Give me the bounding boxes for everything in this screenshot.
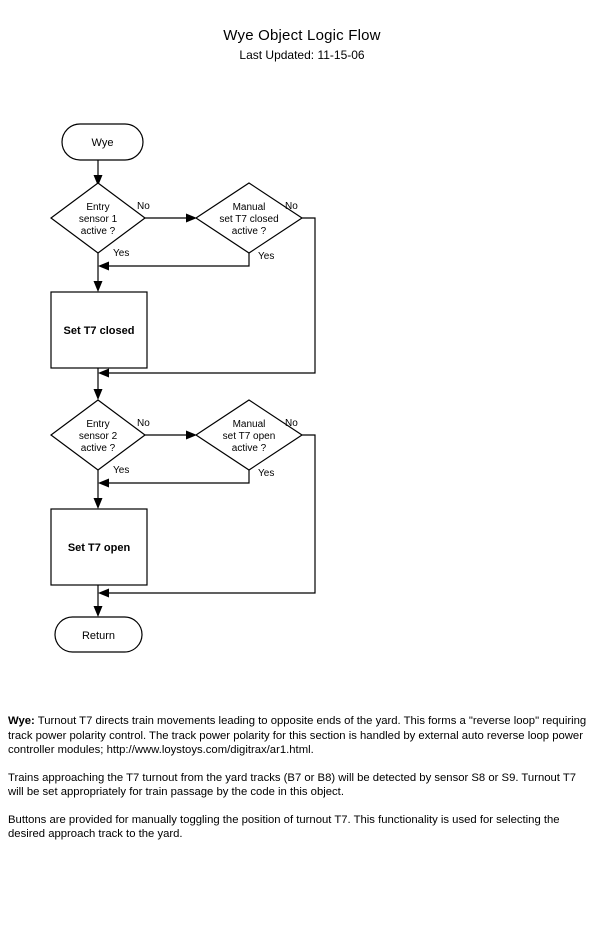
flow-node-end: Return xyxy=(54,616,143,653)
decision3-line1: Entry xyxy=(86,419,109,430)
decision3-no-label: No xyxy=(137,418,150,429)
start-label: Wye xyxy=(92,137,114,149)
connector-decision3-yes-to-process2 xyxy=(93,470,103,509)
end-label: Return xyxy=(82,630,115,642)
connector-process1-to-decision3 xyxy=(93,368,103,400)
connector-decision4-yes-merge xyxy=(98,470,250,488)
page-subtitle: Last Updated: 11-15-06 xyxy=(239,48,365,62)
decision2-line2: set T7 closed xyxy=(219,214,278,225)
process1-label: Set T7 closed xyxy=(64,325,135,337)
flow-node-process-set-t7-closed: Set T7 closed xyxy=(50,291,148,369)
decision2-line1: Manual xyxy=(233,202,266,213)
description-notes: Wye: Turnout T7 directs train movements … xyxy=(8,714,590,842)
note-paragraph-1: Wye: Turnout T7 directs train movements … xyxy=(8,714,590,758)
decision2-yes-label: Yes xyxy=(258,251,274,262)
decision1-no-label: No xyxy=(137,201,150,212)
decision1-line2: sensor 1 xyxy=(79,214,118,225)
flow-node-decision-entry-sensor-2: Entry sensor 2 active ? xyxy=(49,399,147,471)
decision4-line3: active ? xyxy=(232,443,267,454)
note-paragraph-1-body: Turnout T7 directs train movements leadi… xyxy=(8,715,587,756)
connector-decision1-no-to-decision2 xyxy=(145,213,197,223)
flow-node-process-set-t7-open: Set T7 open xyxy=(50,508,148,586)
decision2-line3: active ? xyxy=(232,226,267,237)
decision1-line1: Entry xyxy=(86,202,109,213)
connector-decision4-no-bypass xyxy=(98,434,316,598)
process2-label: Set T7 open xyxy=(68,542,131,554)
decision4-line1: Manual xyxy=(233,419,266,430)
note-paragraph-2: Trains approaching the T7 turnout from t… xyxy=(8,771,577,799)
page-header: Wye Object Logic Flow Last Updated: 11-1… xyxy=(0,26,604,64)
decision3-line2: sensor 2 xyxy=(79,431,118,442)
decision4-yes-label: Yes xyxy=(258,468,274,479)
page-title: Wye Object Logic Flow xyxy=(223,27,381,44)
flow-node-decision-entry-sensor-1: Entry sensor 1 active ? xyxy=(49,182,147,254)
connector-decision2-no-bypass xyxy=(98,217,316,378)
connector-process2-to-end xyxy=(93,585,103,617)
decision1-yes-label: Yes xyxy=(113,248,129,259)
connector-decision3-no-to-decision4 xyxy=(145,430,197,440)
flow-node-start: Wye xyxy=(61,123,144,161)
connector-start-to-decision1 xyxy=(93,160,103,186)
decision3-yes-label: Yes xyxy=(113,465,129,476)
decision1-line3: active ? xyxy=(81,226,116,237)
decision4-line2: set T7 open xyxy=(223,431,276,442)
flow-node-decision-manual-set-t7-closed: Manual set T7 closed active ? xyxy=(194,182,304,254)
flow-node-decision-manual-set-t7-open: Manual set T7 open active ? xyxy=(194,399,304,471)
decision3-line3: active ? xyxy=(81,443,116,454)
flowchart-diagram: Wye Entry sensor 1 active ? No Yes Manua… xyxy=(0,100,604,670)
connector-decision2-yes-merge xyxy=(98,253,250,271)
decision4-no-label: No xyxy=(285,418,298,429)
connector-decision1-yes-to-process1 xyxy=(93,253,103,292)
note-lead-label: Wye: xyxy=(8,715,35,727)
note-paragraph-3: Buttons are provided for manually toggli… xyxy=(8,813,560,841)
decision2-no-label: No xyxy=(285,201,298,212)
